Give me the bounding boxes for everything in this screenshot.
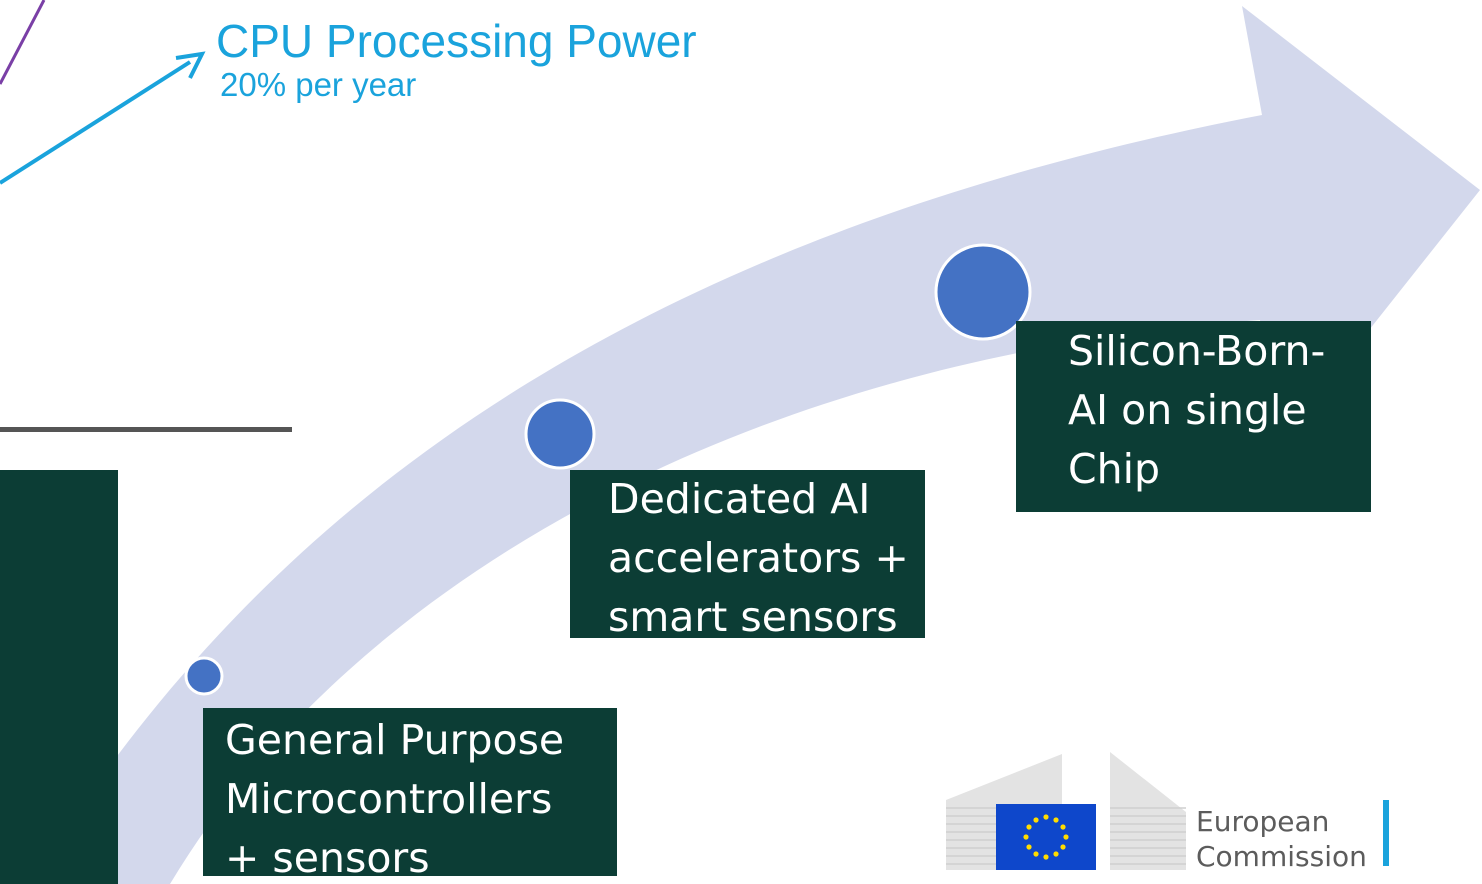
stage-dedicated-ai-box: Dedicated AI accelerators + smart sensor… [570,470,925,638]
stage-label-line: smart sensors [608,593,898,638]
progress-arrow-shape [30,6,1480,884]
stage-label-line: AI on single [1068,386,1307,434]
cpu-processing-title: CPU Processing Power [216,15,697,67]
eu-flag-icon [996,804,1096,870]
stage-label-line: accelerators + [608,534,909,582]
stage-node-1 [184,656,224,696]
ec-logo-line-1: European [1196,805,1330,838]
stage-silicon-born-ai-box: Silicon-Born- AI on single Chip [1016,321,1371,512]
purple-growth-line [0,0,46,85]
curve-arrow-icon [0,51,206,185]
ec-logo-line-2: Commission [1196,840,1367,873]
stage-node-2 [524,398,596,470]
stage-label-line: Chip [1068,445,1161,493]
stage-label-line: Microcontrollers [225,775,553,823]
stage-general-purpose-box: General Purpose Microcontrollers + senso… [203,708,617,876]
stage-label-line: Silicon-Born- [1068,327,1326,375]
divider-line [0,427,292,432]
stage-label-line: + sensors [225,834,430,876]
stage-label-line: General Purpose [225,716,565,764]
ec-logo-bar [1383,800,1389,866]
left-dark-panel [0,470,118,884]
stage-node-3 [934,243,1032,341]
stage-label-line: Dedicated AI [608,475,871,523]
cpu-processing-rate: 20% per year [220,66,417,103]
